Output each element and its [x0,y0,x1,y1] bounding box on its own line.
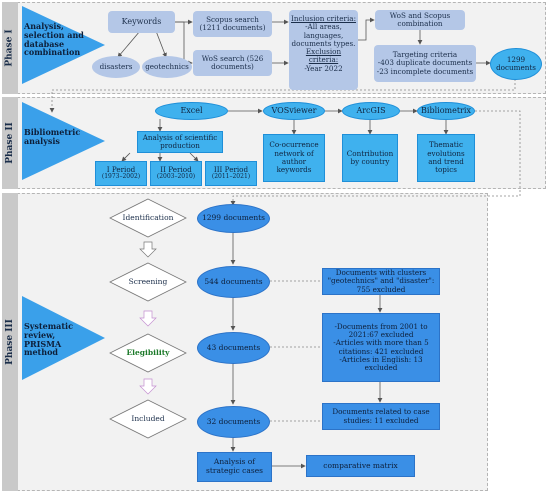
strategic-cases-box: Analysis of strategic cases [197,452,272,482]
stage-eligibility-label: Elegibility [126,348,170,357]
diamond-included [109,399,187,439]
count-1299-oval: 1299 documents [197,204,270,233]
diamond-eligibility [109,333,187,373]
inclusion-body: -All areas, languages, documents types. [291,22,356,48]
phase-3-title: Systematic review, PRISMA method [24,321,73,358]
combination-box: WoS and Scopus combination [375,10,465,30]
stage-included-label: Included [131,414,165,423]
phase-1-title: Analysis, selection and database combina… [24,21,84,58]
period-1-name: I Period [106,164,136,174]
vosviewer-oval: VOSviewer [263,102,325,120]
count-43-oval: 43 documents [197,332,270,364]
exclusion-criteria-box: -Documents from 2001 to 2021:67 excluded… [322,313,440,382]
count-32-oval: 32 documents [197,406,270,438]
criteria-box: Inclusion criteria: -All areas, language… [289,10,358,90]
exclusion-citations: -Articles with more than 5 citations: 42… [333,338,429,356]
exclusion-english: -Articles in English: 13 excluded [339,354,423,373]
keywords-box: Keywords [108,11,175,33]
targeting-duplicates: -403 duplicate documents [377,58,473,68]
phase-2-tab: Phase II [2,97,18,189]
exclusion-clusters-box: Documents with clusters "geotechnics" an… [322,268,440,295]
count-544-oval: 544 documents [197,266,270,298]
hollow-arrow-1 [139,241,157,258]
comparative-matrix-box: comparative matrix [306,455,415,477]
inclusion-title: Inclusion criteria: [291,14,356,23]
phase-2-title: Bibliometric analysis [24,127,81,146]
disasters-oval: disasters [92,56,140,78]
diamond-identification [109,198,187,238]
exclusion-clusters-line3: 755 excluded [356,284,406,294]
phase-1-triangle [22,6,105,84]
period-3-name: III Period [213,164,249,174]
diamond-screening [109,262,187,302]
phase-1-tab: Phase I [2,2,18,94]
targeting-title: Targeting criteria [392,50,458,60]
phase-3-tab: Phase III [2,193,18,491]
period-2-name: II Period [160,164,192,174]
scientific-production-box: Analysis of scientific production [137,131,223,153]
scopus-search-box: Scopus search (1211 documents) [193,11,272,37]
period-2-box: II Period (2003–2010) [150,161,202,186]
bibliometrix-oval: Bibliometrix [417,102,475,120]
period-3-box: III Period (2011–2021) [205,161,257,186]
exclusion-title: Exclusion criteria: [305,47,342,65]
stage-identification-label: Identification [122,213,174,222]
thematic-box: Thematic evolutions and trend topics [417,134,475,182]
stage-screening-label: Screening [128,277,168,286]
phase1-result-oval: 1299 documents [490,48,542,80]
targeting-box: Targeting criteria -403 duplicate docume… [374,45,476,82]
exclusion-clusters-line1: Documents with clusters [335,268,427,278]
country-contribution-box: Contribution by country [342,134,398,182]
excel-oval: Excel [155,102,228,120]
exclusion-years: -Documents from 2001 to 2021:67 excluded [334,321,428,339]
phase-2-triangle [22,102,105,180]
cooccurrence-box: Co-ocurrence network of author keywords [263,134,325,182]
targeting-incomplete: -23 incomplete documents [376,66,474,76]
geotechnics-oval: geotechnics [142,56,192,78]
period-3-range: (2011–2021) [211,173,251,181]
exclusion-clusters-line2: "geotechnics" and "disaster": [327,276,435,286]
exclusion-case-studies-box: Documents related to case studies: 11 ex… [322,403,440,430]
exclusion-body: -Year 2022 [304,63,343,73]
arcgis-oval: ArcGIS [342,102,400,120]
period-1-range: (1973–2002) [101,173,141,181]
phase-3-triangle [22,296,105,380]
hollow-arrow-2 [139,310,157,327]
period-2-range: (2003–2010) [156,173,196,181]
wos-search-box: WoS search (526 documents) [193,50,272,76]
period-1-box: I Period (1973–2002) [95,161,147,186]
hollow-arrow-3 [139,378,157,395]
